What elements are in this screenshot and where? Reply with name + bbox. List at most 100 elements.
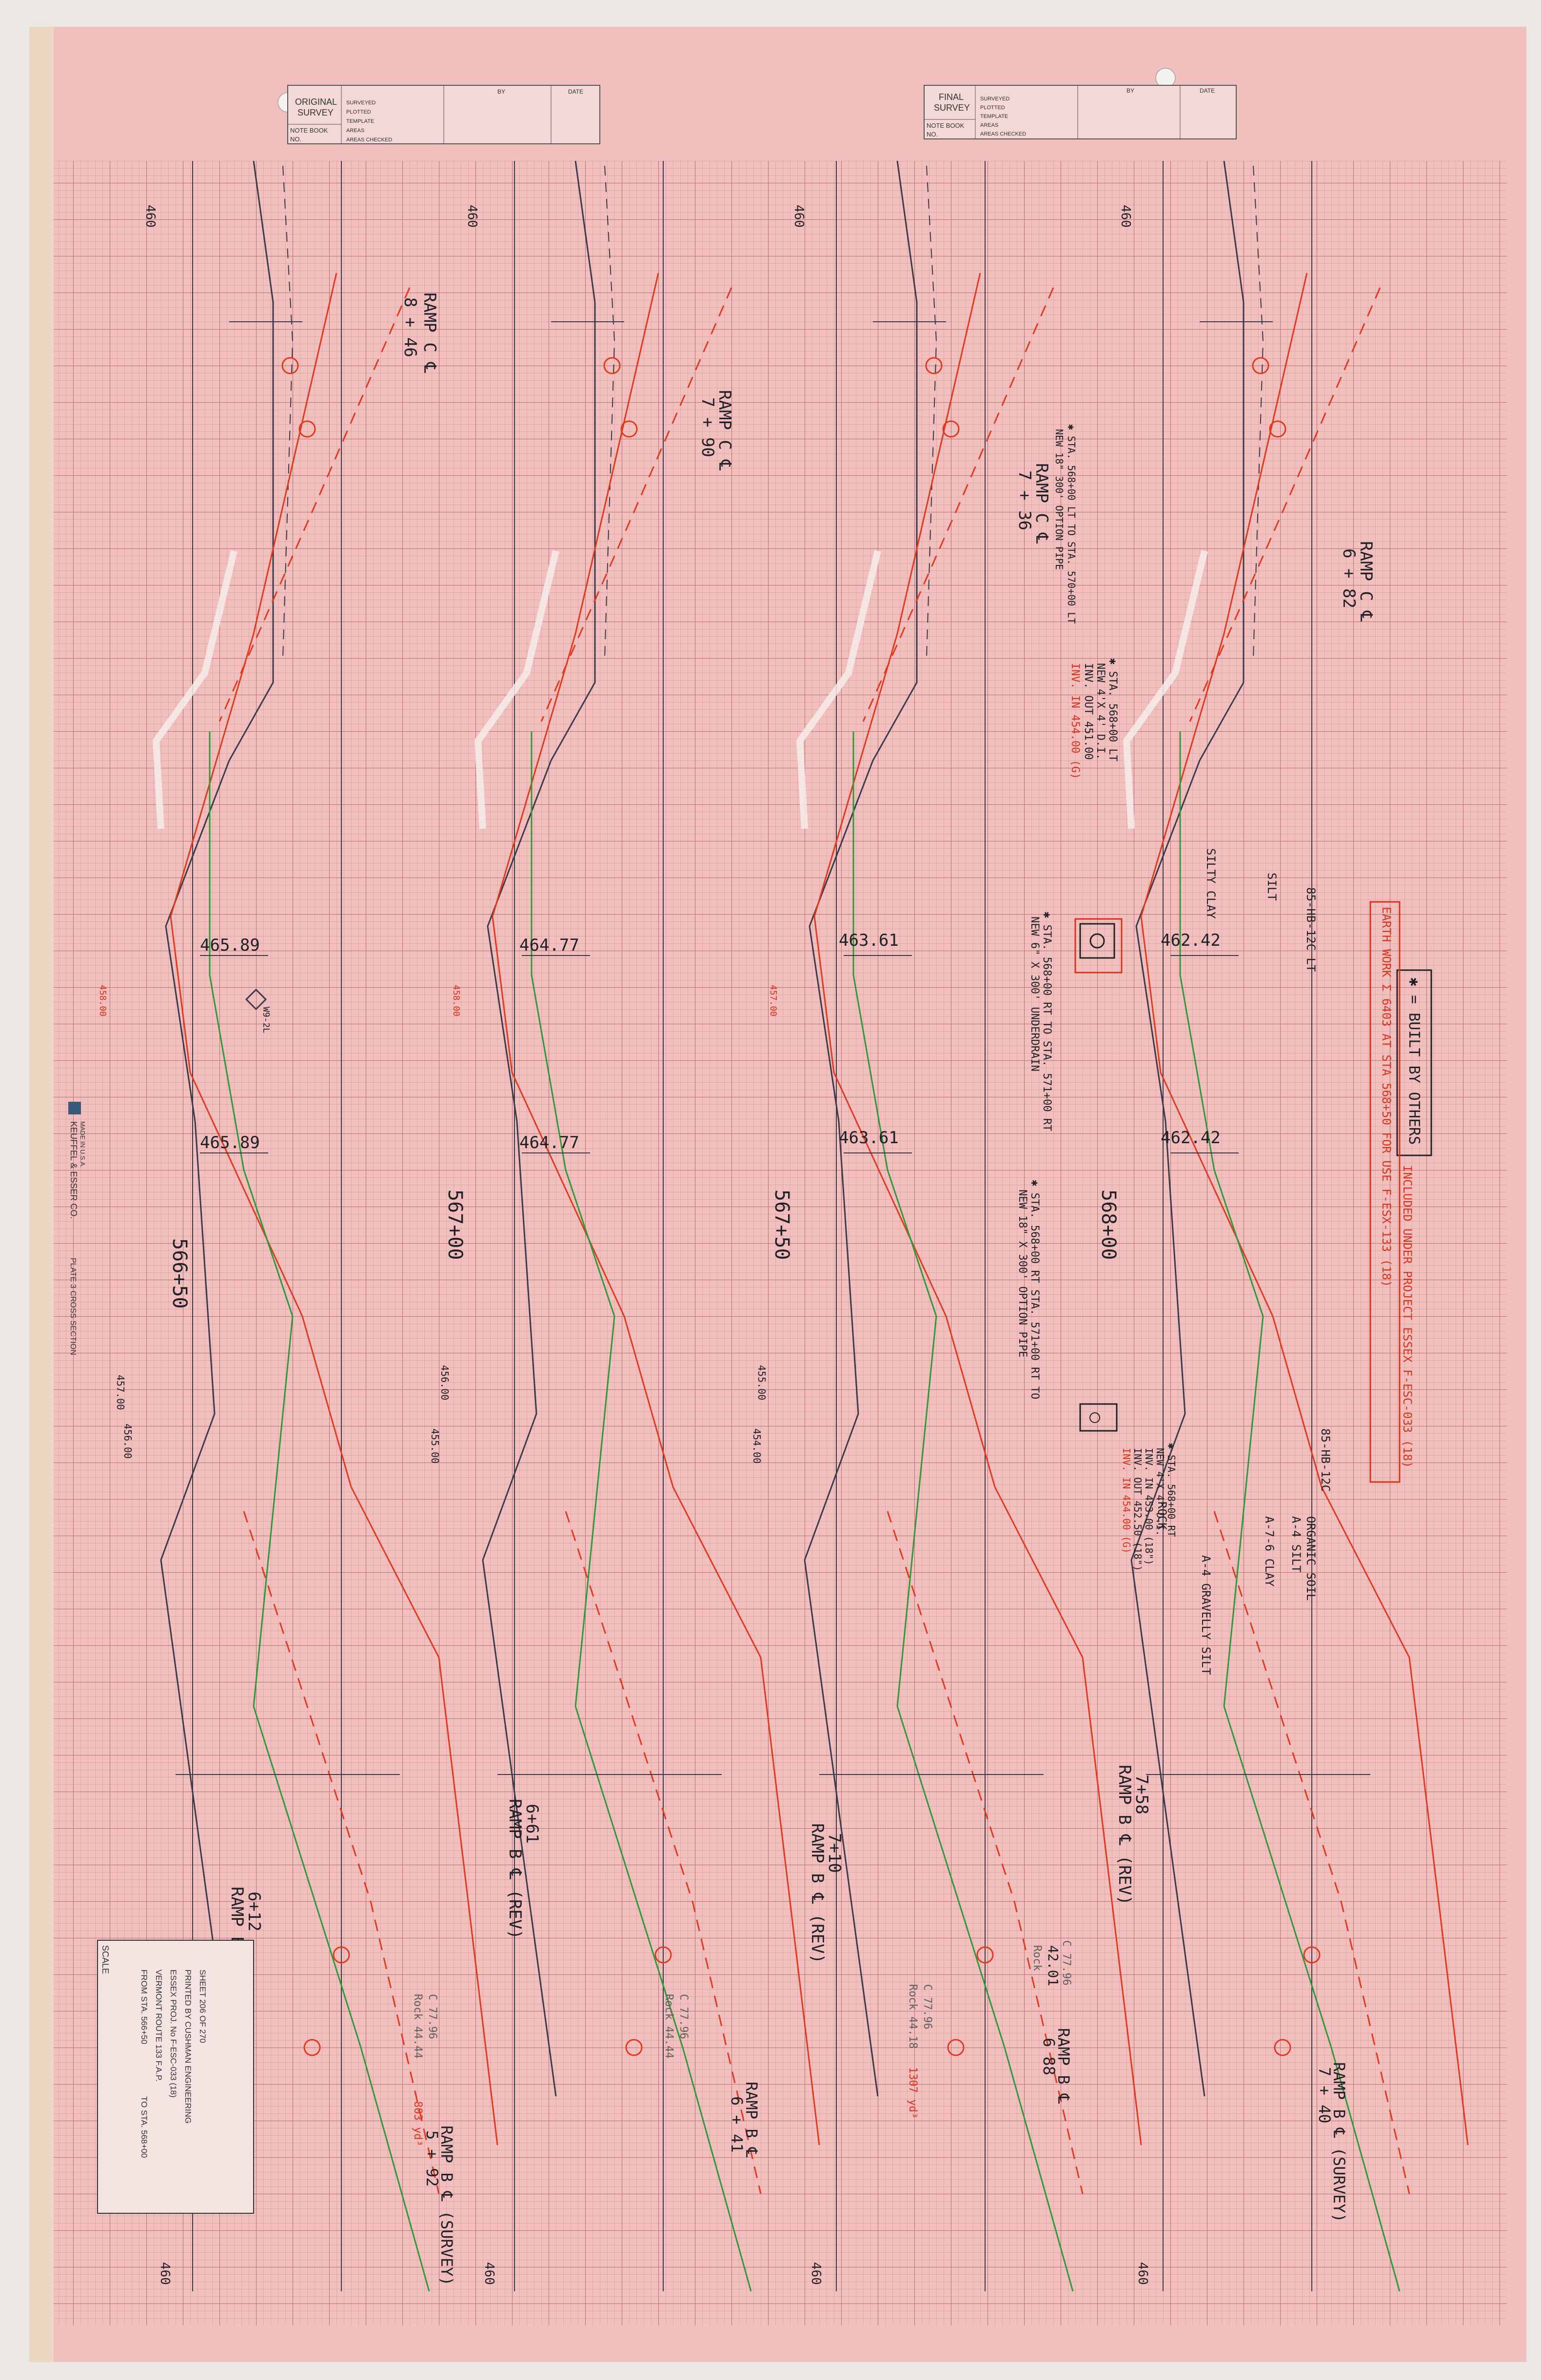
pipe-note-2: ✱ STA. 568+00 LT xyxy=(1106,658,1119,761)
datum-upper-3: 457.00 xyxy=(768,985,778,1016)
legend-project: ESSEX PROJ. No F-ESC-033 (18) xyxy=(169,1970,178,2098)
marker-5b-1 xyxy=(303,2039,321,2056)
subgrade-lower-4 xyxy=(1223,1706,1401,2292)
marker-8-3 xyxy=(942,420,960,438)
ramp-b-rev-sta-4: 7+58 xyxy=(1132,1775,1151,1814)
pipe-note-3: ✱ STA. 568+00 RT TO STA. 571+00 RT xyxy=(1041,912,1053,1131)
marker-5-1 xyxy=(281,357,299,374)
subgrade-4 xyxy=(1179,731,1264,1707)
legend-to: TO STA. 568+00 xyxy=(139,2096,149,2158)
marker-8-2 xyxy=(620,420,638,438)
legend-route: VERMONT ROUTE 133 F.A.P. xyxy=(154,1970,163,2082)
subgrade-3 xyxy=(852,731,937,1707)
finished-grade-lower-1 xyxy=(243,1511,440,2194)
elev-bot-4: 460 xyxy=(1135,2262,1150,2285)
marker-8b-4 xyxy=(1303,1946,1321,1964)
legend-box: SCALE FROM STA. 566+50 TO STA. 568+00 VE… xyxy=(97,1940,254,2214)
subgrade-lower-2 xyxy=(574,1706,752,2292)
final-row: PLOTTED xyxy=(980,105,1005,111)
original-row: TEMPLATE xyxy=(346,118,374,124)
subgrade-1 xyxy=(209,731,294,1707)
erasure-mark-1 xyxy=(152,550,237,829)
quantities-c-2: C 77.96 xyxy=(677,1994,690,2039)
marker-8b-3 xyxy=(976,1946,994,1964)
erasure-mark-4 xyxy=(1123,550,1208,829)
pipe-note-3b: NEW 6" X 300' UNDERDRAIN xyxy=(1028,917,1041,1072)
ramp-b-rev-sta-1: 6+12 xyxy=(244,1892,264,1931)
finished-grade-3 xyxy=(813,273,1142,2146)
pipe-note-4b: NEW 18" X 300' OPTION PIPE xyxy=(1016,1190,1028,1357)
existing-ground-4 xyxy=(1130,160,1245,2097)
soil-silt: SILT xyxy=(1265,873,1279,901)
legend-sheet: SHEET 206 OF 270 xyxy=(198,1970,207,2043)
pipe-note-2d: INV. IN 454.00 (G) xyxy=(1069,663,1081,779)
pipe-note-1b: NEW 18" 300' OPTION PIPE xyxy=(1053,429,1065,570)
station-label-567-00: 567+00 xyxy=(444,1190,466,1260)
binding-strip xyxy=(29,27,54,2362)
di-note-3: INV. IN 453.00 (18") xyxy=(1143,1448,1155,1565)
ramp-b-rev-sta-3: 7+10 xyxy=(825,1833,844,1873)
station-label-566-50: 566+50 xyxy=(168,1238,191,1309)
subgrade-2 xyxy=(531,731,615,1707)
elev-top-3: 460 xyxy=(791,205,806,228)
earthwork-box xyxy=(1369,901,1401,1483)
quantities-rock-1: Rock 44.44 xyxy=(412,1994,424,2058)
elevation-lower-3: 463.61 xyxy=(839,1128,899,1148)
elev-bot-1: 460 xyxy=(158,2262,172,2285)
erasure-mark-3 xyxy=(796,550,881,829)
datum-mid-3: 455.00 xyxy=(756,1365,768,1400)
final-date: DATE xyxy=(1200,87,1215,94)
di-note-5: INV. IN 454.00 (G) xyxy=(1121,1448,1132,1554)
marker-5-3 xyxy=(925,357,943,374)
original-notebook: NOTE BOOK xyxy=(290,127,328,134)
elevation-lower-4: 462.42 xyxy=(1161,1128,1221,1148)
ramp-b-survey-sta-4: 7 + 40 xyxy=(1315,2067,1334,2124)
existing-ground-upper-1 xyxy=(282,165,294,659)
original-label1: ORIGINAL xyxy=(295,97,337,107)
soil-silty-clay: SILTY CLAY xyxy=(1204,848,1218,919)
manufacturer-strip: KEUFFEL & ESSER CO. MADE IN U.S.A. PLATE… xyxy=(68,1102,86,1355)
ramp-b-sta-3: 6 + 41 xyxy=(728,2096,746,2153)
existing-ground-upper-3 xyxy=(926,165,937,659)
soil-a4-silt: A-4 SILT xyxy=(1289,1516,1303,1573)
finished-grade-upper-4 xyxy=(1189,287,1381,722)
ramp-b-rev-label-4: RAMP B ℄ (REV) xyxy=(1115,1765,1134,1905)
ramp-b-label-4: RAMP B ℄ xyxy=(1054,2028,1073,2104)
original-row: SURVEYED xyxy=(346,100,375,106)
soil-a76-clay: A-7-6 CLAY xyxy=(1263,1516,1276,1587)
title-block-original: ORIGINAL SURVEY NOTE BOOK NO. BY DATE SU… xyxy=(287,85,600,144)
final-row: SURVEYED xyxy=(980,96,1009,102)
elev-top-4: 460 xyxy=(1118,205,1133,228)
ramp-c-sta-3: 7 + 36 xyxy=(1015,470,1034,530)
elev-top-2: 460 xyxy=(465,205,479,228)
built-by-others-note: ✱ = BUILT BY OTHERS xyxy=(1405,977,1422,1145)
ramp-b-rev-sta-2: 6+61 xyxy=(522,1804,542,1844)
final-row: AREAS CHECKED xyxy=(980,131,1026,137)
pipe-note-4: ✱ STA. 568+00 RT STA. 571+00 RT TO xyxy=(1028,1180,1041,1399)
finished-grade-upper-1 xyxy=(218,287,411,722)
ramp-c-sta-4: 6 + 82 xyxy=(1339,548,1359,608)
existing-ground-2 xyxy=(482,160,596,2097)
finished-grade-lower-3 xyxy=(887,1511,1084,2194)
drop-inlet-rt xyxy=(1079,1403,1118,1432)
datum-lower-2: 455.00 xyxy=(429,1428,441,1463)
elevation-lower-2: 464.77 xyxy=(519,1133,579,1152)
finished-grade-lower-4 xyxy=(1213,1511,1410,2194)
elevation-upper-2: 464.77 xyxy=(519,936,579,955)
ramp-b-sta-4: 6 88 xyxy=(1040,2038,1058,2075)
legend-designed: PRINTED BY CUSHMAN ENGINEERING xyxy=(183,1970,193,2124)
elevation-lower-1: 465.89 xyxy=(200,1133,260,1152)
ramp-b-label-3: RAMP B ℄ xyxy=(742,2082,761,2158)
title-block-final: FINAL SURVEY NOTE BOOK NO. BY DATE SURVE… xyxy=(924,85,1237,139)
existing-ground-1 xyxy=(160,160,274,2097)
drop-inlet-lt xyxy=(1074,918,1123,974)
final-label1: FINAL xyxy=(939,92,964,102)
elevation-upper-3: 463.61 xyxy=(839,931,899,950)
manufacturer-brand: KEUFFEL & ESSER CO. xyxy=(69,1121,79,1219)
original-row: AREAS xyxy=(346,128,364,134)
original-row: AREAS CHECKED xyxy=(346,137,392,143)
ramp-c-label-2: RAMP C ℄ xyxy=(715,390,734,470)
erasure-mark-2 xyxy=(474,550,559,829)
pipe-note-1: ✱ STA. 568+00 LT TO STA. 570+00 LT xyxy=(1066,424,1077,624)
final-row: TEMPLATE xyxy=(980,114,1008,119)
